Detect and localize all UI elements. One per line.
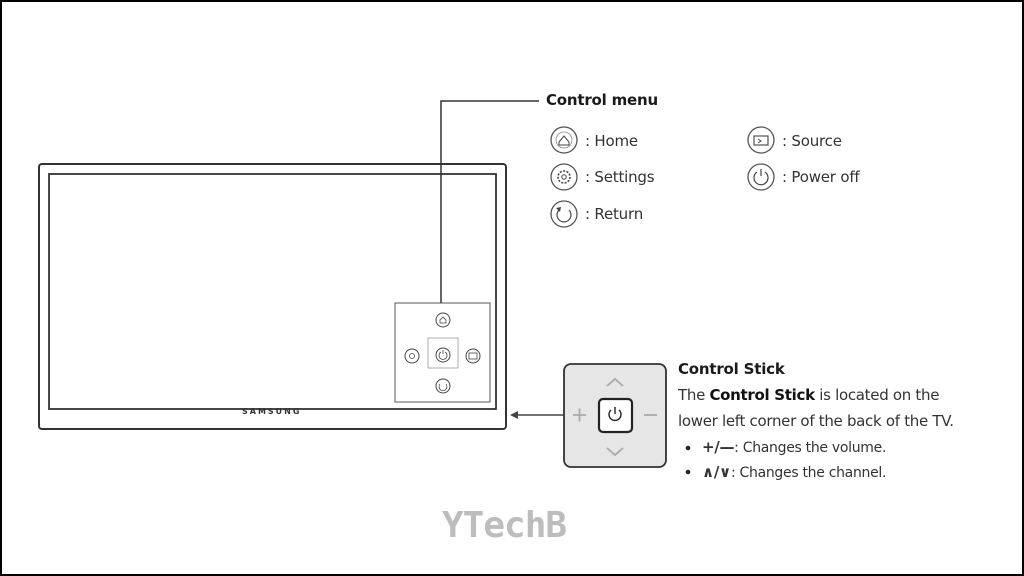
control-menu-leader-line: [440, 100, 539, 303]
volume-bullet: +/—: Changes the volume.: [702, 438, 887, 456]
channel-up-icon: [606, 377, 624, 387]
channel-symbol: ∧/∨: [702, 463, 731, 481]
channel-bullet: ∧/∨: Changes the channel.: [702, 463, 887, 481]
control-stick-title: Control Stick: [678, 360, 785, 378]
onscreen-menu-center-box: [427, 337, 459, 369]
return-icon: [550, 200, 578, 228]
control-stick-power-icon: [608, 409, 622, 422]
onscreen-source-icon: [465, 348, 481, 364]
tv-outer-frame: [38, 163, 507, 430]
tv-brand-label: SAMSUNG: [242, 407, 302, 416]
tv-screen: [48, 173, 497, 410]
watermark-logo: YTechB: [442, 505, 567, 546]
source-icon: [747, 126, 775, 154]
volume-symbol: +/—: [702, 438, 735, 456]
control-stick-description-line2: lower left corner of the back of the TV.: [678, 412, 954, 430]
control-stick-description-line1: The Control Stick is located on the: [678, 386, 940, 404]
control-menu-title: Control menu: [546, 91, 658, 109]
settings-icon: [550, 163, 578, 191]
control-stick: [563, 363, 667, 468]
legend-home-label: : Home: [585, 132, 638, 150]
onscreen-return-icon: [435, 378, 451, 394]
onscreen-settings-icon: [404, 348, 420, 364]
legend-return-label: : Return: [585, 205, 643, 223]
onscreen-power-icon: [435, 347, 451, 363]
power-off-icon: [747, 163, 775, 191]
onscreen-home-icon: [435, 312, 451, 328]
home-icon: [550, 126, 578, 154]
legend-power-off-label: : Power off: [782, 168, 860, 186]
channel-down-icon: [606, 447, 624, 457]
legend-source-label: : Source: [782, 132, 842, 150]
legend-settings-label: : Settings: [585, 168, 655, 186]
